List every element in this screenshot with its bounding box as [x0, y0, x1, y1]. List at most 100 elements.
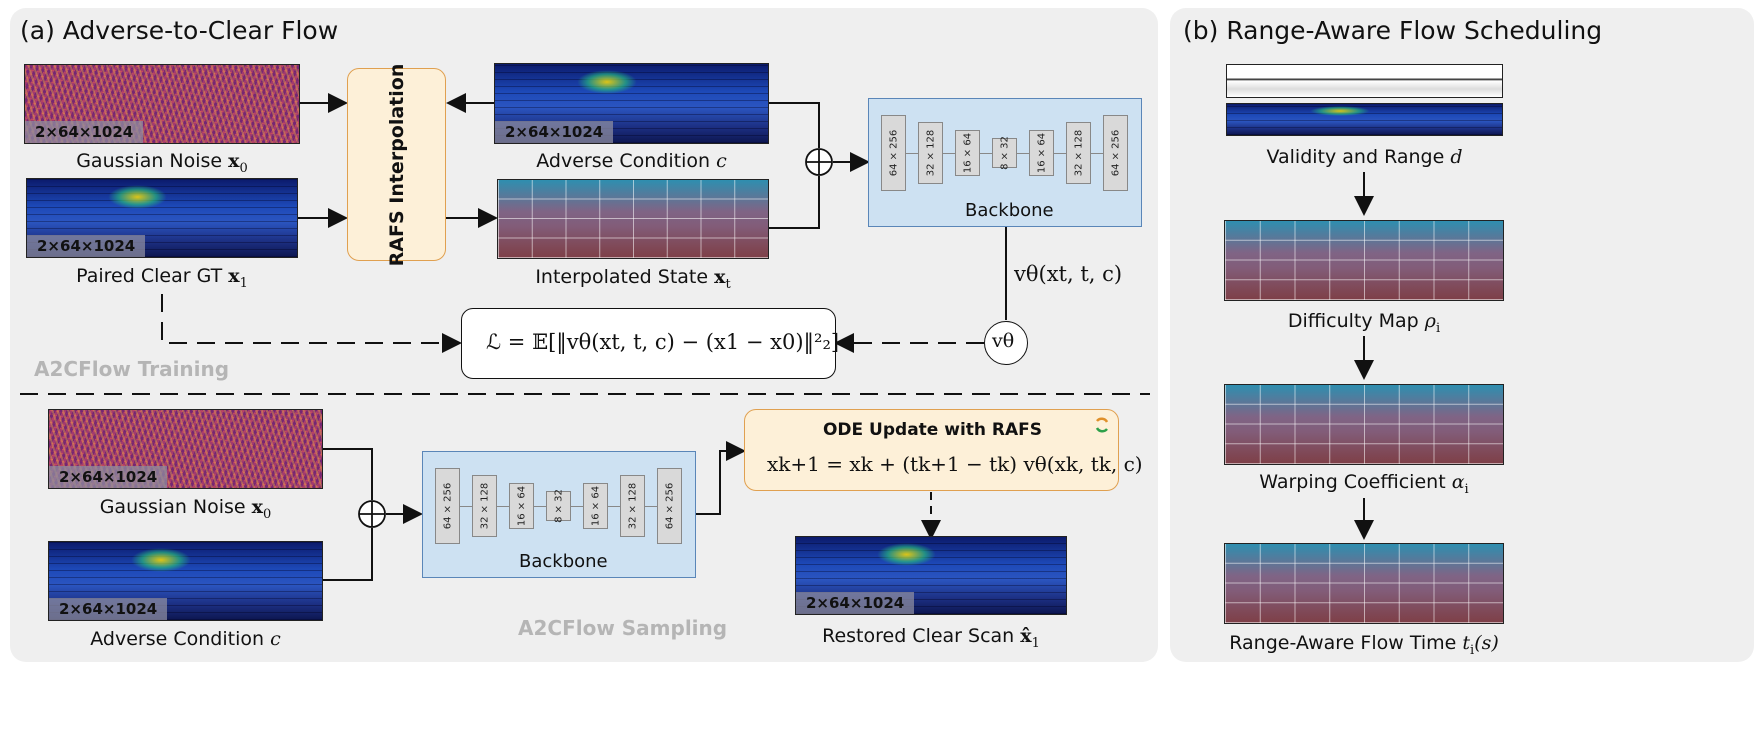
backbone-block-label: 16 × 64: [516, 485, 527, 527]
training-noise-image: 2×64×1024: [24, 64, 300, 144]
backbone-block-label: 16 × 64: [962, 132, 973, 174]
caption-text: Validity and Range: [1266, 146, 1445, 168]
flow-time-caption: Range-Aware Flow Time ti(s): [1224, 632, 1504, 658]
caption-subscript: 1: [1031, 635, 1040, 651]
ode-title: ODE Update with RAFS: [822, 420, 1043, 440]
range-image: [1226, 103, 1503, 136]
backbone-block-label: 64 × 256: [664, 482, 675, 530]
caption-text: Gaussian Noise: [76, 150, 223, 172]
caption-text: Interpolated State: [535, 266, 709, 288]
backbone-blocks: 64 × 256 32 × 128 16 × 64 8 × 32 16 × 64 32 ×…: [435, 466, 685, 546]
caption-text: Restored Clear Scan: [822, 625, 1015, 647]
caption-text: Range-Aware Flow Time: [1229, 632, 1457, 654]
warping-coefficient-image: [1224, 384, 1504, 465]
rafs-interpolation-box: RAFS Interpolation: [347, 63, 446, 266]
sampling-backbone-box: 64 × 256 32 × 128 16 × 64 8 × 32 16 × 64 32 ×…: [422, 451, 696, 578]
ode-formula: xk+1 = xk + (tk+1 − tk) vθ(xk, tk, c): [767, 452, 1143, 476]
backbone-label: Backbone: [519, 551, 608, 572]
ode-update-box: ODE Update with RAFS xk+1 = xk + (tk+1 −…: [744, 409, 1143, 491]
caption-symbol: t: [1462, 632, 1471, 654]
size-badge: 2×64×1024: [49, 598, 168, 620]
backbone-block: 32 × 128: [918, 122, 943, 184]
velocity-node: vθ: [984, 321, 1028, 365]
size-badge: 2×64×1024: [495, 121, 614, 143]
loss-formula: ℒ = 𝔼[‖vθ(xt, t, c) − (x1 − x0)‖²₂]: [486, 330, 840, 354]
backbone-block-label: 64 × 256: [888, 129, 899, 177]
caption-text: Adverse Condition: [536, 150, 711, 172]
validity-caption: Validity and Range d: [1226, 146, 1503, 168]
sync-icon: [1093, 416, 1111, 434]
warping-caption: Warping Coefficient αi: [1224, 471, 1504, 497]
backbone-block: 16 × 64: [955, 130, 980, 176]
difficulty-caption: Difficulty Map ρi: [1224, 310, 1504, 336]
caption-subscript: 0: [263, 506, 272, 522]
loss-box: ℒ = 𝔼[‖vθ(xt, t, c) − (x1 − x0)‖²₂]: [461, 308, 840, 379]
size-badge: 2×64×1024: [49, 466, 168, 488]
sampling-adverse-image: 2×64×1024: [48, 541, 323, 621]
backbone-block: 8 × 32: [992, 136, 1017, 170]
backbone-blocks: 64 × 256 32 × 128 16 × 64 8 × 32 16 × 64 32 ×…: [881, 113, 1131, 193]
backbone-block-label: 16 × 64: [1036, 132, 1047, 174]
backbone-block: 16 × 64: [583, 483, 608, 529]
sampling-noise-caption: Gaussian Noise x0: [48, 496, 323, 522]
caption-text: Paired Clear GT: [76, 265, 223, 287]
size-badge: 2×64×1024: [796, 592, 915, 614]
backbone-block: 8 × 32: [546, 489, 571, 523]
backbone-block: 64 × 256: [435, 468, 460, 544]
caption-subscript: 1: [239, 275, 248, 291]
rafs-interpolation-label: RAFS Interpolation: [385, 63, 408, 266]
interpolated-state-image: [497, 179, 769, 259]
training-adverse-image: 2×64×1024: [494, 63, 769, 144]
sampling-noise-image: 2×64×1024: [48, 409, 323, 489]
caption-symbol: ρ: [1424, 310, 1436, 332]
caption-subscript: 0: [239, 160, 248, 176]
backbone-block-label: 8 × 32: [553, 489, 564, 523]
caption-symbol: d: [1450, 146, 1463, 168]
backbone-block-label: 64 × 256: [442, 482, 453, 530]
caption-symbol: x: [228, 150, 240, 172]
panel-a-title: (a) Adverse-to-Clear Flow: [20, 16, 339, 45]
caption-text: Gaussian Noise: [99, 496, 246, 518]
backbone-block: 32 × 128: [1066, 122, 1091, 184]
backbone-block: 16 × 64: [509, 483, 534, 529]
backbone-block: 64 × 256: [881, 115, 906, 191]
caption-subscript: i: [1464, 481, 1469, 497]
caption-symbol: x: [251, 496, 263, 518]
caption-text: Warping Coefficient: [1259, 471, 1446, 493]
caption-subscript: t: [725, 276, 731, 292]
restored-caption: Restored Clear Scan x̂1: [795, 625, 1067, 651]
training-watermark: A2CFlow Training: [34, 357, 230, 381]
backbone-label: Backbone: [965, 200, 1054, 221]
caption-symbol: x: [228, 265, 240, 287]
caption-symbol: α: [1451, 471, 1465, 493]
backbone-block: 32 × 128: [472, 475, 497, 537]
backbone-block-label: 64 × 256: [1110, 129, 1121, 177]
training-backbone-box: 64 × 256 32 × 128 16 × 64 8 × 32 16 × 64 32 ×…: [868, 98, 1142, 227]
caption-subscript: i: [1435, 320, 1441, 336]
backbone-block-label: 32 × 128: [627, 482, 638, 530]
training-gt-image: 2×64×1024: [26, 178, 298, 258]
backbone-block: 16 × 64: [1029, 130, 1054, 176]
backbone-block: 64 × 256: [657, 468, 682, 544]
backbone-block-label: 32 × 128: [1073, 129, 1084, 177]
backbone-block-label: 32 × 128: [479, 482, 490, 530]
sampling-adverse-caption: Adverse Condition c: [48, 628, 323, 650]
backbone-block-label: 16 × 64: [590, 485, 601, 527]
caption-subscript: i: [1470, 642, 1475, 658]
size-badge: 2×64×1024: [25, 121, 144, 143]
training-adverse-caption: Adverse Condition c: [494, 150, 769, 172]
velocity-node-label: vθ: [992, 330, 1015, 352]
restored-image: 2×64×1024: [795, 536, 1067, 615]
velocity-label: vθ(xt, t, c): [1014, 262, 1123, 286]
caption-symbol: x̂: [1020, 625, 1032, 647]
sampling-watermark: A2CFlow Sampling: [518, 616, 728, 640]
caption-argument: (s): [1474, 632, 1499, 654]
difficulty-map-image: [1224, 220, 1504, 301]
training-gt-caption: Paired Clear GT x1: [26, 265, 298, 291]
panel-b-title: (b) Range-Aware Flow Scheduling: [1183, 16, 1603, 45]
caption-symbol: x: [714, 266, 726, 288]
backbone-block-label: 8 × 32: [999, 136, 1010, 170]
validity-mask-image: [1226, 64, 1503, 98]
flow-time-image: [1224, 543, 1504, 624]
